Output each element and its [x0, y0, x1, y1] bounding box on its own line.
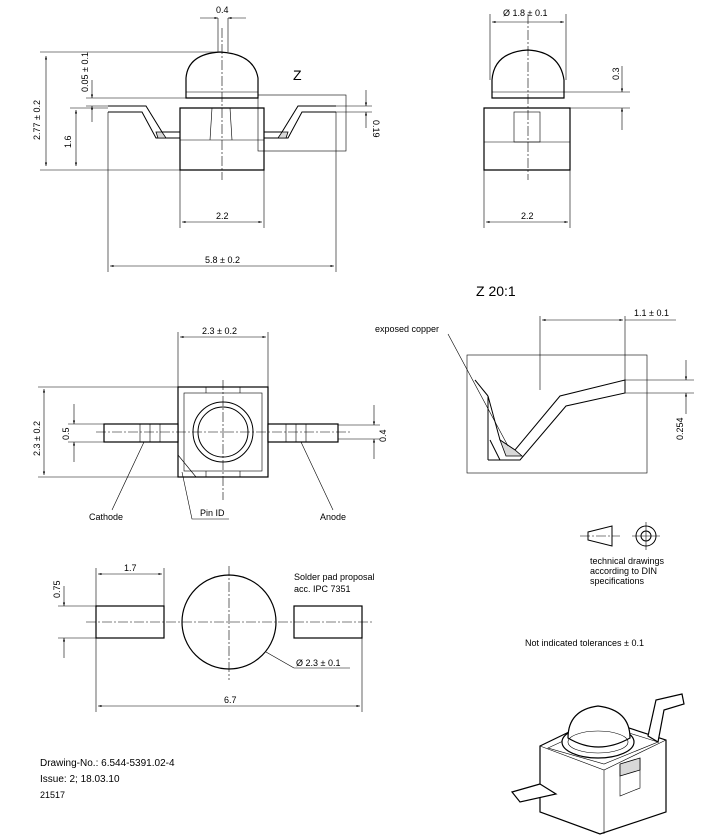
front-lens: [185, 51, 259, 99]
dim-front-lead-thk: 0.19: [371, 120, 381, 138]
dim-front-body-w: 2.2: [216, 211, 229, 221]
solder-pad-view: 1.7 0.75 Ø 2.3 ± 0.1 6.7 Solder pad prop…: [52, 563, 375, 712]
din-note-3: specifications: [590, 576, 645, 586]
din-symbol: technical drawings according to DIN spec…: [580, 522, 665, 586]
drawing-number: Drawing-No.: 6.544-5391.02-4: [40, 758, 175, 769]
detail-view: Z 20:1 exposed copper 1.1 ± 0.1 0.254: [375, 283, 694, 474]
dim-side-body-w: 2.2: [521, 211, 534, 221]
top-view: 2.3 ± 0.2 2.3 ± 0.2 0.5 0.4 Cathode Pin …: [32, 326, 388, 522]
label-anode: Anode: [320, 512, 346, 522]
issue: Issue: 2; 18.03.10: [40, 774, 120, 785]
drawing-code: 21517: [40, 790, 65, 800]
isometric-view: [510, 693, 685, 835]
top-lead-cathode: [103, 423, 179, 443]
projection-cone-icon: [587, 525, 613, 547]
label-solder-pad-1: Solder pad proposal: [294, 572, 375, 582]
dim-top-lead-w2: 0.4: [378, 429, 388, 442]
iso-lens: [567, 705, 631, 748]
din-note-2: according to DIN: [590, 566, 657, 576]
dim-detail-thk: 0.254: [675, 417, 685, 440]
dim-detail-width: 1.1 ± 0.1: [634, 308, 669, 318]
dim-front-height: 2.77 ± 0.2: [32, 100, 42, 140]
dim-side-lens-h: 0.3: [611, 67, 621, 80]
label-exposed-copper: exposed copper: [375, 324, 439, 334]
detail-title: Z 20:1: [476, 283, 516, 299]
dim-pad-total: 6.7: [224, 695, 237, 705]
front-view: Z 0.4 2.77 ± 0.2 1.6 0.05 ± 0.1 0.19 2.2: [32, 5, 381, 272]
iso-lead-left: [510, 783, 558, 803]
dim-top-lead-w: 0.5: [61, 427, 71, 440]
dim-front-lead-height: 1.6: [63, 135, 73, 148]
label-solder-pad-2: acc. IPC 7351: [294, 584, 351, 594]
dim-top-height: 2.3 ± 0.2: [32, 421, 42, 456]
dim-top-width: 2.3 ± 0.2: [202, 326, 237, 336]
dim-front-lens-offset: 0.05 ± 0.1: [80, 52, 90, 92]
front-lead-right: [264, 105, 336, 139]
label-cathode: Cathode: [89, 512, 123, 522]
din-note-1: technical drawings: [590, 556, 665, 566]
detail-z-label: Z: [293, 67, 302, 83]
side-view: Ø 1.8 ± 0.1 0.3 2.2: [483, 8, 630, 228]
iso-lead-right: [647, 693, 685, 743]
dim-front-total-w: 5.8 ± 0.2: [205, 255, 240, 265]
label-pin-id: Pin ID: [200, 508, 225, 518]
front-lead-left: [108, 105, 180, 139]
tolerance-note: Not indicated tolerances ± 0.1: [525, 638, 644, 648]
top-lead-anode: [267, 423, 339, 443]
dim-pad-circle: Ø 2.3 ± 0.1: [296, 658, 340, 668]
dim-pad-h: 0.75: [52, 580, 62, 598]
detail-z-box: [257, 94, 347, 152]
dim-pad-len: 1.7: [124, 563, 137, 573]
dim-side-lens-dia: Ø 1.8 ± 0.1: [503, 8, 547, 18]
dim-front-top: 0.4: [216, 5, 229, 15]
side-body: [483, 107, 571, 171]
